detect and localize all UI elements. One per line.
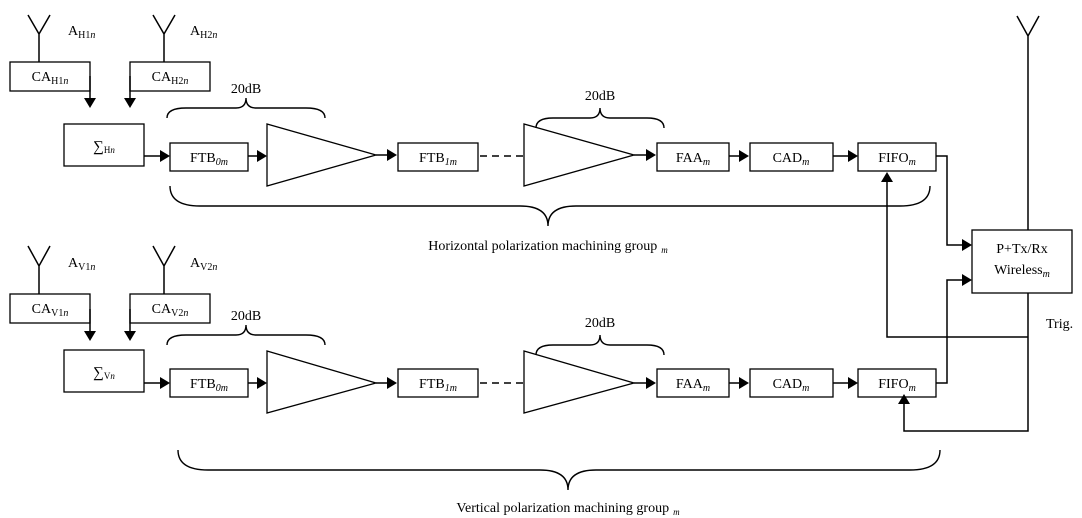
transceiver-box [971, 229, 1073, 294]
amplifier-2-v [523, 350, 637, 414]
arrow-amp2-to-faa-v [646, 377, 656, 389]
arrow-amp1-to-ftb1-h [387, 149, 397, 161]
arrow-ftb0-to-amp1-h [257, 150, 267, 162]
faa-v-label: FAAm [676, 377, 710, 394]
gain-label-2-h: 20dB [585, 89, 615, 104]
trigger-label: Trig. [1046, 317, 1073, 332]
antenna-h2-label: AH2n [190, 24, 217, 41]
antenna-amp-h1-label: CAH1n [32, 70, 69, 87]
antenna-v2-label: AV2n [190, 256, 217, 273]
antenna-amp-h1-box [9, 61, 91, 92]
cad-v-box [749, 368, 834, 398]
ftb1-v-box [397, 368, 479, 398]
faa-h-label: FAAm [676, 151, 710, 168]
arrow-amp2-to-faa-h [646, 149, 656, 161]
antenna-amp-v1-label: CAV1n [32, 302, 69, 319]
cad-h-box [749, 142, 834, 172]
ftb0-h-box [169, 142, 249, 172]
ftb1-h-box [397, 142, 479, 172]
antenna-v1-label: AV1n [68, 256, 95, 273]
faa-v-box [656, 368, 730, 398]
ftb0-v-box [169, 368, 249, 398]
summer-h-label: ∑Hn [93, 139, 115, 155]
cad-h-label: CADm [773, 151, 810, 168]
arrow-faa-to-cad-v [739, 377, 749, 389]
summer-v-box [63, 349, 145, 393]
cad-v-label: CADm [773, 377, 810, 394]
gain-brace-2-h [535, 107, 665, 129]
arrow-sum-to-ftb0-v [160, 377, 170, 389]
antenna-h2-icon [152, 14, 176, 62]
transceiver-line1: P+Tx/Rx [996, 242, 1047, 257]
trigger-wire-v [903, 293, 1029, 432]
transmit-antenna-icon [1016, 15, 1040, 230]
arrow-faa-to-cad-h [739, 150, 749, 162]
arrow-fifo-v-to-transceiver [962, 274, 972, 286]
antenna-v1-icon [27, 245, 51, 294]
fifo-h-label: FIFOm [878, 151, 916, 168]
fifo-v-label: FIFOm [878, 377, 916, 394]
amplifier-1-v [266, 350, 379, 414]
antenna-v2-icon [152, 245, 176, 294]
fifo-h-box [857, 142, 937, 172]
amplifier-2-h [523, 123, 637, 187]
antenna-amp-h2-label: CAH2n [152, 70, 189, 87]
arrow-fifo-h-to-transceiver [962, 239, 972, 251]
ftb0-h-label: FTB0m [190, 151, 228, 168]
group-brace-v [177, 449, 941, 491]
antenna-amp-v2-label: CAV2n [152, 302, 189, 319]
arrow-ca-h2-to-sum [124, 98, 136, 108]
arrow-amp1-to-ftb1-v [387, 377, 397, 389]
arrow-cad-to-fifo-v [848, 377, 858, 389]
ftb1-h-label: FTB1m [419, 151, 457, 168]
trigger-wire-h [886, 177, 1028, 338]
gain-label-1-v: 20dB [231, 309, 261, 324]
arrow-trigger-to-fifo-h [881, 172, 893, 182]
arrow-trigger-to-fifo-v [898, 394, 910, 404]
group-brace-h [169, 185, 931, 227]
antenna-h1-label: AH1n [68, 24, 95, 41]
gain-brace-1-v [166, 324, 326, 346]
arrow-ca-v1-to-sum [84, 331, 96, 341]
gain-label-1-h: 20dB [231, 82, 261, 97]
arrow-ca-v2-to-sum [124, 331, 136, 341]
antenna-amp-v1-box [9, 293, 91, 324]
arrow-sum-to-ftb0-h [160, 150, 170, 162]
ftb0-v-label: FTB0m [190, 377, 228, 394]
antenna-amp-v2-box [129, 293, 211, 324]
arrow-ca-h1-to-sum [84, 98, 96, 108]
antenna-h1-icon [27, 14, 51, 62]
ftb1-v-label: FTB1m [419, 377, 457, 394]
fifo-v-box [857, 368, 937, 398]
arrow-cad-to-fifo-h [848, 150, 858, 162]
gain-label-2-v: 20dB [585, 316, 615, 331]
amplifier-1-h [266, 123, 379, 187]
faa-h-box [656, 142, 730, 172]
gain-brace-1-h [166, 97, 326, 119]
summer-h-box [63, 123, 145, 167]
summer-v-label: ∑Vn [93, 365, 115, 381]
arrow-ftb0-to-amp1-v [257, 377, 267, 389]
gain-brace-2-v [535, 334, 665, 356]
transceiver-line2: Wirelessm [994, 263, 1050, 280]
